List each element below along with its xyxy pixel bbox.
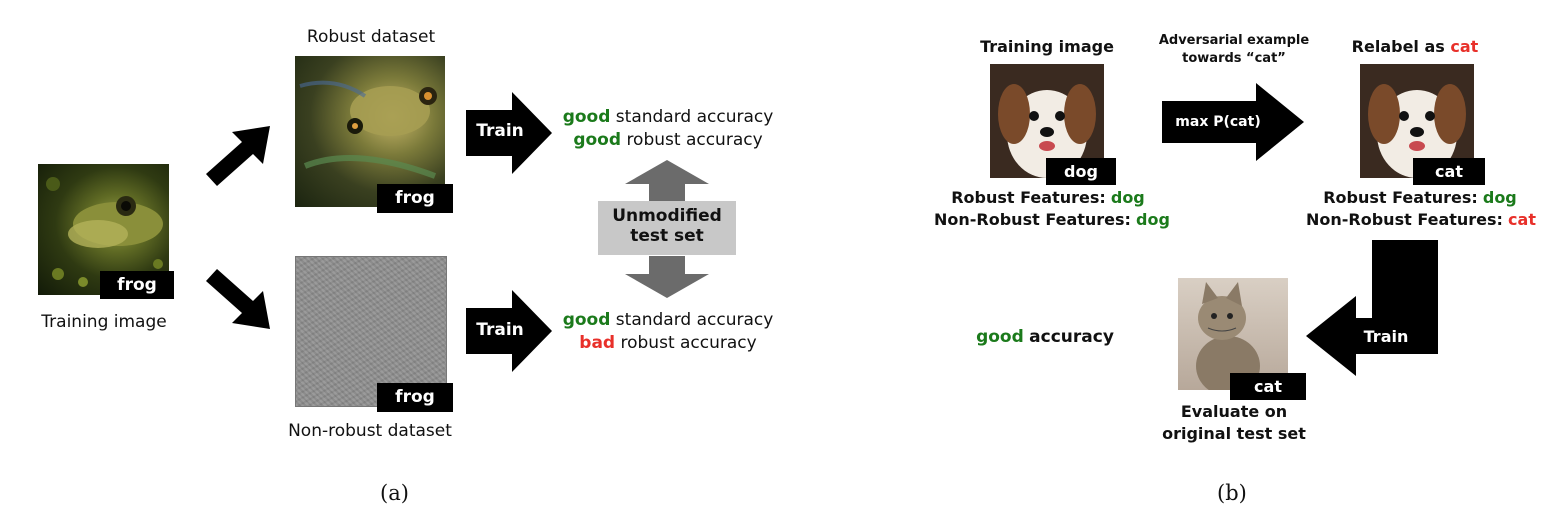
robust-image-tag: frog — [377, 184, 453, 213]
relabeled-dog-illustration — [1368, 84, 1466, 178]
b-left-nonrobust-value: dog — [1136, 210, 1170, 229]
relabel-prefix: Relabel as — [1351, 37, 1445, 56]
robust-frog-illustration — [299, 80, 437, 179]
nonrobust-noise-image — [295, 256, 447, 407]
bottom-result-line1-rest: standard accuracy — [615, 310, 774, 330]
b-training-image-label: Training image — [980, 37, 1114, 56]
test-set-line2: test set — [630, 226, 704, 246]
test-cat-image — [1178, 278, 1288, 390]
adversarial-line2: towards “cat” — [1182, 51, 1286, 66]
b-right-nonrobust: Non-Robust Features: cat — [1306, 210, 1536, 229]
nonrobust-image-tag: frog — [377, 383, 453, 412]
b-right-robust: Robust Features: dog — [1312, 188, 1528, 207]
relabel-label: Relabel as cat — [1350, 37, 1480, 56]
accuracy-word: good — [976, 327, 1024, 347]
caption-b: (b) — [1217, 481, 1247, 505]
robust-dataset-label: Robust dataset — [306, 27, 436, 47]
dog-illustration — [998, 84, 1096, 178]
test-set-line1: Unmodified — [612, 206, 722, 226]
top-result-line2-rest: robust accuracy — [626, 130, 763, 150]
caption-a: (a) — [380, 481, 409, 505]
good-accuracy-label: good accuracy — [970, 327, 1120, 347]
top-result-line2-word: good — [573, 130, 622, 150]
training-image-label: Training image — [41, 312, 167, 332]
b-right-robust-prefix: Robust Features: — [1323, 188, 1478, 207]
accuracy-rest: accuracy — [1029, 327, 1114, 347]
bottom-result-line2-rest: robust accuracy — [620, 333, 757, 353]
train-arrow-top — [466, 92, 552, 174]
b-left-nonrobust-prefix: Non-Robust Features: — [934, 210, 1131, 229]
train-elbow-arrow — [1306, 240, 1438, 376]
cat-illustration — [1196, 282, 1260, 390]
b-right-robust-value: dog — [1482, 188, 1517, 207]
train-top-label: Train — [476, 121, 524, 141]
top-result-line1-rest: standard accuracy — [615, 107, 774, 127]
max-p-cat-label: max P(cat) — [1175, 114, 1261, 130]
down-right-arrow — [206, 269, 270, 329]
b-right-nonrobust-prefix: Non-Robust Features: — [1306, 210, 1503, 229]
bottom-result-line2: bad robust accuracy — [556, 333, 780, 353]
evaluate-line2: original test set — [1162, 424, 1306, 443]
nonrobust-dataset-label: Non-robust dataset — [288, 421, 452, 441]
evaluate-line1: Evaluate on — [1180, 402, 1288, 421]
unmodified-test-set-box: Unmodified test set — [598, 201, 736, 255]
b-left-robust-value: dog — [1110, 188, 1145, 207]
b-left-robust: Robust Features: dog — [940, 188, 1156, 207]
bottom-result-line1-word: good — [562, 310, 611, 330]
b-left-nonrobust: Non-Robust Features: dog — [934, 210, 1170, 229]
top-result-line1-word: good — [562, 107, 611, 127]
b-left-robust-prefix: Robust Features: — [951, 188, 1106, 207]
top-result-line2: good robust accuracy — [556, 130, 780, 150]
train-bottom-label: Train — [476, 320, 524, 340]
training-image-tag: frog — [100, 271, 174, 299]
bottom-result-line1: good standard accuracy — [556, 310, 780, 330]
gray-up-arrow — [625, 160, 709, 202]
up-right-arrow — [206, 126, 270, 186]
relabel-word: cat — [1450, 37, 1479, 56]
test-image-tag: cat — [1230, 373, 1306, 400]
robust-frog-image — [295, 56, 445, 207]
b-right-nonrobust-value: cat — [1508, 210, 1536, 229]
bottom-result-line2-word: bad — [579, 333, 616, 353]
adversarial-line1: Adversarial example — [1158, 33, 1310, 48]
adversarial-arrow — [1162, 83, 1304, 161]
gray-down-arrow — [625, 256, 709, 298]
relabeled-image-tag: cat — [1413, 158, 1485, 185]
top-result-line1: good standard accuracy — [556, 107, 780, 127]
train-arrow-bottom — [466, 290, 552, 372]
frog-illustration — [46, 177, 163, 287]
b-train-label: Train — [1363, 327, 1409, 346]
dog-image-tag: dog — [1046, 158, 1116, 185]
